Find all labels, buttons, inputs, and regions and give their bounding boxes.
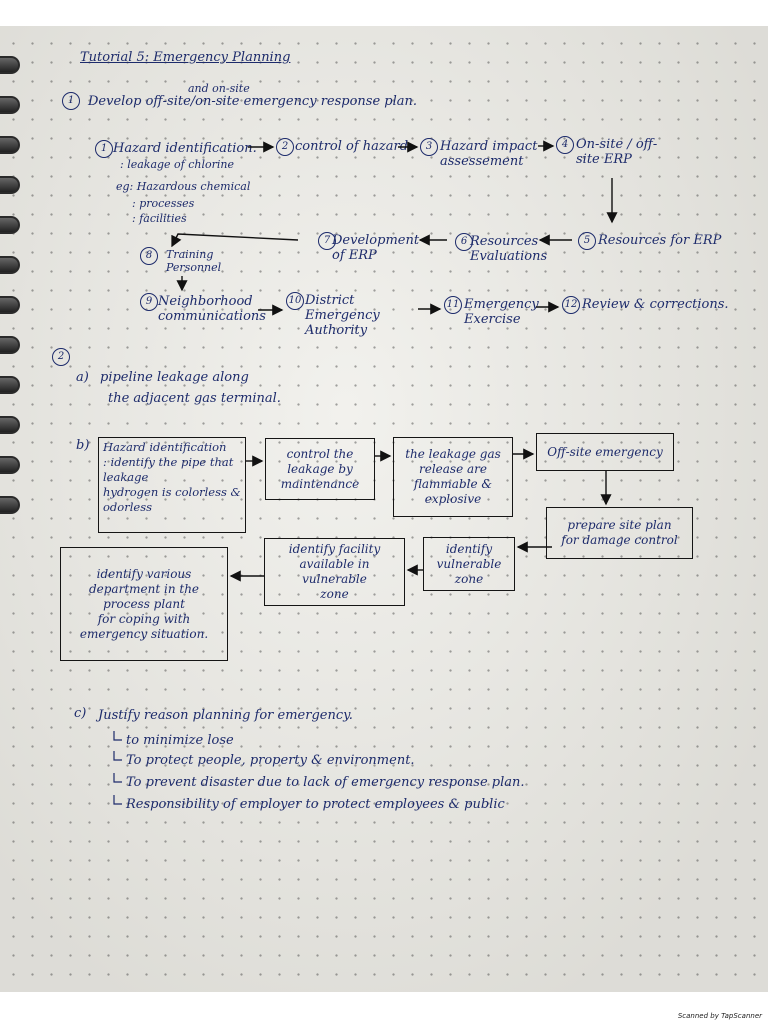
flow-box-identify-facility: identify facility available in vulnerabl… — [264, 538, 405, 606]
q2a-line-1: pipeline leakage along — [100, 370, 249, 385]
step-2-label: control of hazard — [295, 139, 409, 154]
flow-box-offsite-emergency: Off-site emergency — [536, 433, 674, 471]
flow-box-vulnerable-zone: identify vulnerable zone — [423, 537, 515, 591]
step-11-label: Emergency Exercise — [464, 297, 539, 327]
step-1-note-1: : leakage of chlorine — [120, 158, 235, 171]
step-1-note-4: : facilities — [132, 212, 187, 225]
step-7-label: Development of ERP — [332, 233, 420, 263]
q2a-line-2: the adjacent gas terminal. — [108, 391, 281, 406]
step-2-number: 2 — [276, 138, 294, 156]
step-1-note-3: : processes — [132, 197, 195, 210]
q2c-label: c) — [74, 706, 87, 721]
step-10-number: 10 — [286, 292, 304, 310]
step-6-number: 6 — [455, 233, 473, 251]
flow-box-prepare-site-plan: prepare site plan for damage control — [546, 507, 693, 559]
step-12-number: 12 — [562, 296, 580, 314]
scanner-watermark: Scanned by TapScanner — [677, 1012, 762, 1020]
step-5-label: Resources for ERP — [598, 233, 722, 248]
step-3-label: Hazard impact assessement — [440, 139, 538, 169]
notebook-page — [0, 26, 768, 992]
step-1-label: Hazard identification. — [113, 141, 257, 156]
step-8-label: Training Personnel — [166, 248, 222, 274]
flow-box-flammable-gas: the leakage gas release are flammable & … — [393, 437, 513, 517]
step-10-label: District Emergency Authority — [305, 293, 380, 338]
flow-box-control-leakage: control the leakage by maintenance — [265, 438, 375, 500]
step-7-number: 7 — [318, 232, 336, 250]
q2b-label: b) — [76, 438, 90, 453]
q1-text: Develop off-site/on-site emergency respo… — [88, 94, 418, 109]
q1-insert-note: and on-site — [188, 82, 250, 95]
q2c-title: Justify reason planning for emergency. — [98, 708, 353, 723]
q2c-point-1: to minimize lose — [126, 733, 234, 748]
step-5-number: 5 — [578, 232, 596, 250]
page-title: Tutorial 5: Emergency Planning — [80, 50, 291, 65]
step-1-number: 1 — [95, 140, 113, 158]
step-3-number: 3 — [420, 138, 438, 156]
step-8-number: 8 — [140, 247, 158, 265]
question-2-number: 2 — [52, 348, 70, 366]
flow-box-hazard-identification: Hazard identification : identify the pip… — [98, 437, 246, 533]
step-9-number: 9 — [140, 293, 158, 311]
step-9-label: Neighborhood communications — [158, 294, 266, 324]
step-6-label: Resources Evaluations — [470, 234, 548, 264]
step-4-label: On-site / off-site ERP — [576, 137, 658, 167]
step-12-label: Review & corrections. — [582, 297, 729, 312]
flow-box-identify-departments: identify various department in the proce… — [60, 547, 228, 661]
step-1-note-2: eg: Hazardous chemical — [116, 180, 251, 193]
q2c-point-2: To protect people, property & environmen… — [126, 753, 415, 768]
q2a-label: a) — [76, 370, 89, 385]
step-11-number: 11 — [444, 296, 462, 314]
question-1-number: 1 — [62, 92, 80, 110]
q2c-point-3: To prevent disaster due to lack of emerg… — [126, 775, 525, 790]
q2c-point-4: Responsibility of employer to protect em… — [126, 797, 505, 812]
step-4-number: 4 — [556, 136, 574, 154]
